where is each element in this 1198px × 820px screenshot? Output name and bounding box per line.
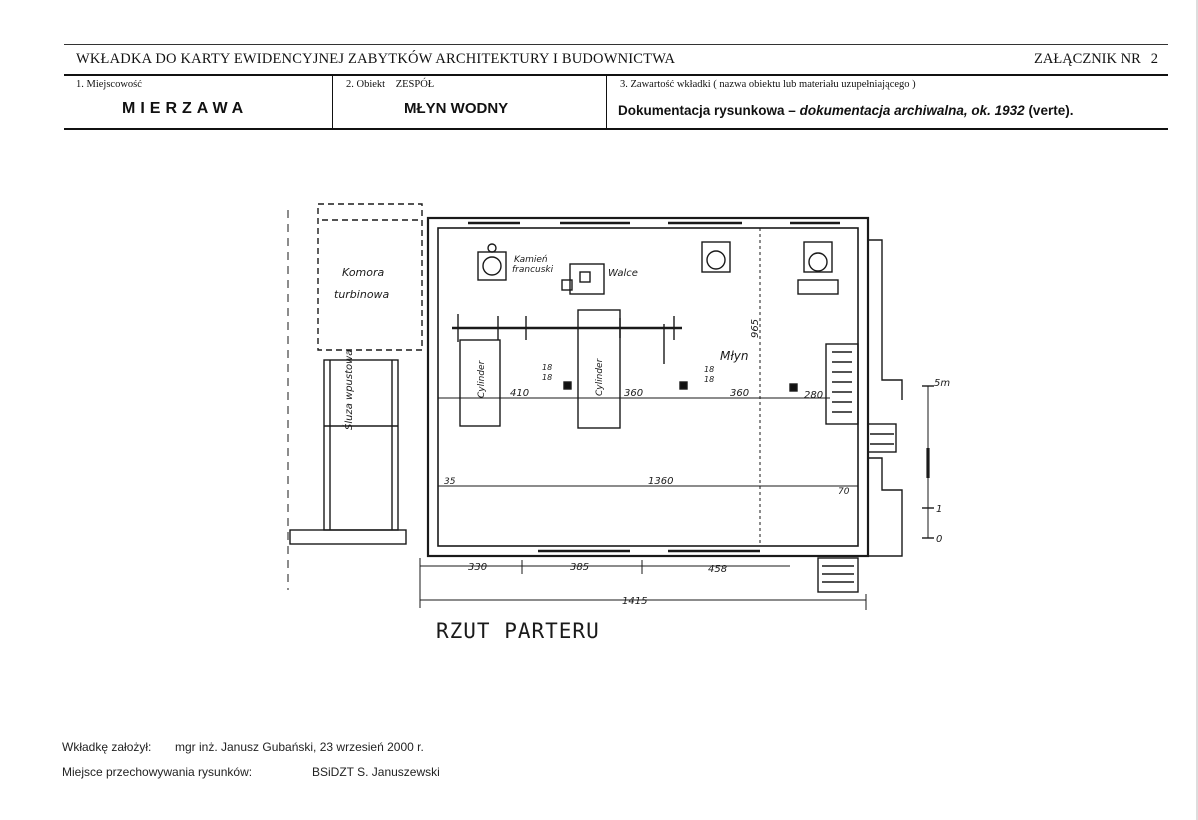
content-value: Dokumentacja rysunkowa – dokumentacja ar… (618, 103, 1073, 118)
attachment-number: ZAŁĄCZNIK NR 2 (1024, 51, 1158, 68)
sluice-channel (323, 359, 399, 531)
label-cylinder-left: Cylinder (477, 359, 487, 398)
dim-458: 458 (708, 564, 727, 575)
storage-label: Miejsce przechowywania rysunków: (62, 765, 253, 779)
content-label: 3. Zawartość wkładki ( nazwa obiektu lub… (620, 79, 916, 90)
dim-410: 410 (510, 388, 529, 399)
form-title: WKŁADKA DO KARTY EWIDENCYJNEJ ZABYTKÓW A… (76, 51, 676, 67)
mark-top: 18 (542, 363, 552, 372)
page-edge (1196, 0, 1198, 820)
label-stone-2: francuski (512, 265, 554, 275)
scale-bar (922, 385, 934, 539)
column-marker (789, 383, 798, 392)
label-rollers: Walce (608, 268, 638, 279)
content-value-part-b: dokumentacja archiwalna, ok. 1932 (799, 103, 1025, 118)
dim-330: 330 (468, 562, 487, 573)
line-shaft (452, 314, 682, 364)
dimension-lines (419, 228, 867, 610)
place-label: 1. Miejscowość (76, 79, 142, 90)
dim-70: 70 (838, 487, 850, 497)
footer-founder: Wkładkę założył: mgr inż. Janusz Gubańsk… (62, 740, 424, 754)
dim-1360: 1360 (648, 476, 673, 487)
dim-360-a: 360 (624, 388, 643, 399)
millstone-mid (701, 241, 731, 273)
mark-bottom: 18 (542, 373, 552, 382)
founder-value: mgr inż. Janusz Gubański, 23 wrzesień 20… (175, 740, 424, 754)
dim-1415: 1415 (622, 596, 647, 607)
rollers (561, 263, 605, 295)
object-label-extra: ZESPÓŁ (395, 79, 435, 90)
storage-value: BSiDZT S. Januszewski (312, 765, 440, 779)
label-turbine-1: Komora (342, 266, 385, 279)
ground-floor-plan: Komora turbinowa Śluza wpustowa Kamień f… (287, 203, 950, 643)
millstone-left (477, 243, 507, 281)
plan-caption: RZUT PARTERU (436, 619, 600, 643)
label-stone-1: Kamień (514, 255, 548, 265)
millstone-right (797, 241, 839, 295)
label-turbine-2: turbinowa (334, 288, 390, 301)
attachment-label: ZAŁĄCZNIK NR (1034, 51, 1141, 67)
cylinder-left (459, 339, 501, 427)
column-marker (563, 381, 572, 390)
scale-5m: 5m (934, 378, 950, 389)
label-sluice: Śluza wpustowa (342, 350, 355, 430)
dim-35: 35 (444, 477, 456, 487)
founder-label: Wkładkę założył: (62, 740, 152, 754)
outer-wall (426, 216, 870, 558)
object-label: 2. Obiekt (346, 79, 386, 90)
place-value: MIERZAWA (122, 100, 249, 117)
right-annex-upper (868, 239, 903, 400)
dim-385: 385 (570, 562, 589, 573)
object-label-wrap: 2. Obiekt ZESPÓŁ (346, 79, 434, 90)
dim-965: 965 (750, 319, 761, 338)
mark-top-2: 18 (704, 365, 714, 374)
scale-1: 1 (936, 504, 942, 515)
object-value: MŁYN WODNY (404, 100, 509, 117)
header-rule-bottom (64, 128, 1168, 130)
dim-280: 280 (804, 390, 823, 401)
label-cylinder-right: Cylinder (595, 357, 605, 396)
dim-360-b: 360 (730, 388, 749, 399)
scale-0: 0 (936, 534, 942, 545)
content-value-part-c: (verte). (1024, 103, 1074, 118)
top-rule (64, 44, 1168, 45)
label-mill: Młyn (720, 349, 749, 363)
field-divider-1 (332, 75, 333, 129)
content-value-part-a: Dokumentacja rysunkowa – (618, 103, 800, 118)
cylinder-right (577, 309, 621, 429)
footer-storage: Miejsce przechowywania rysunków: BSiDZT … (62, 765, 440, 779)
stairs (817, 343, 897, 593)
header-rule-top (64, 74, 1168, 76)
sluice-gate (289, 529, 407, 545)
turbine-chamber (317, 203, 423, 351)
right-annex-lower (868, 457, 903, 557)
attachment-value: 2 (1150, 51, 1158, 67)
column-marker (679, 381, 688, 390)
mark-bottom-2: 18 (704, 375, 714, 384)
field-divider-2 (606, 75, 607, 129)
